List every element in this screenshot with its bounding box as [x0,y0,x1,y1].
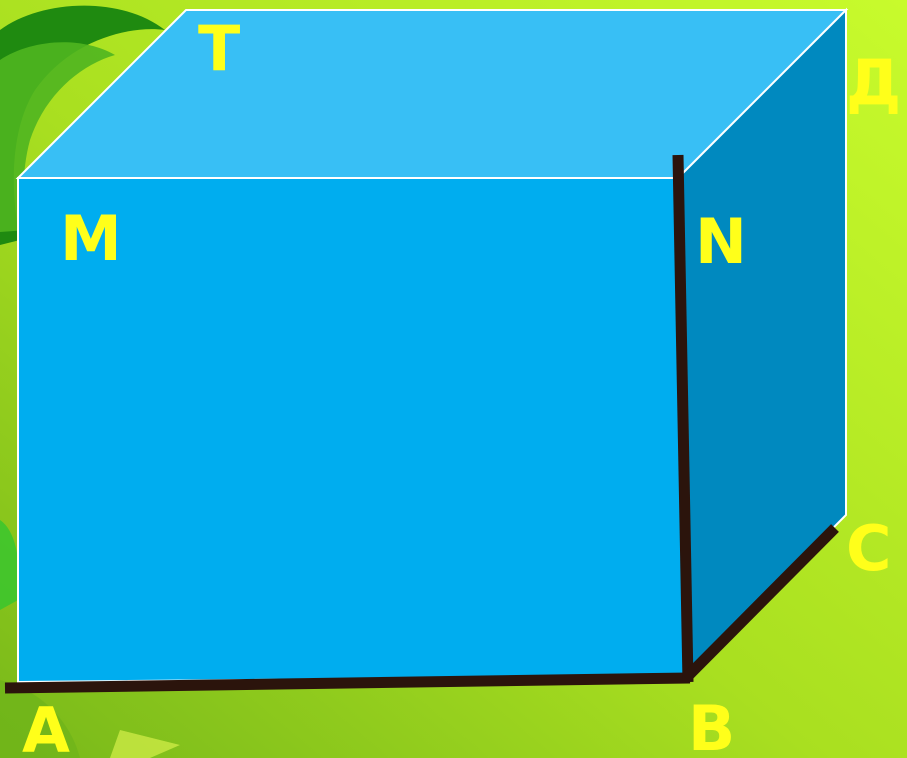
vertex-label-m: M [60,202,122,275]
edge-bn [672,154,694,683]
edge-bc [682,524,839,682]
vertex-label-d: Д [846,46,901,119]
vertex-label-a: A [22,694,70,758]
vertex-label-c: C [846,512,892,585]
decorative-swirl [0,5,180,758]
edge-ab [4,672,691,694]
vertex-label-b: B [688,692,735,758]
vertex-label-n: N [695,205,747,278]
vertex-label-t: T [198,12,240,85]
